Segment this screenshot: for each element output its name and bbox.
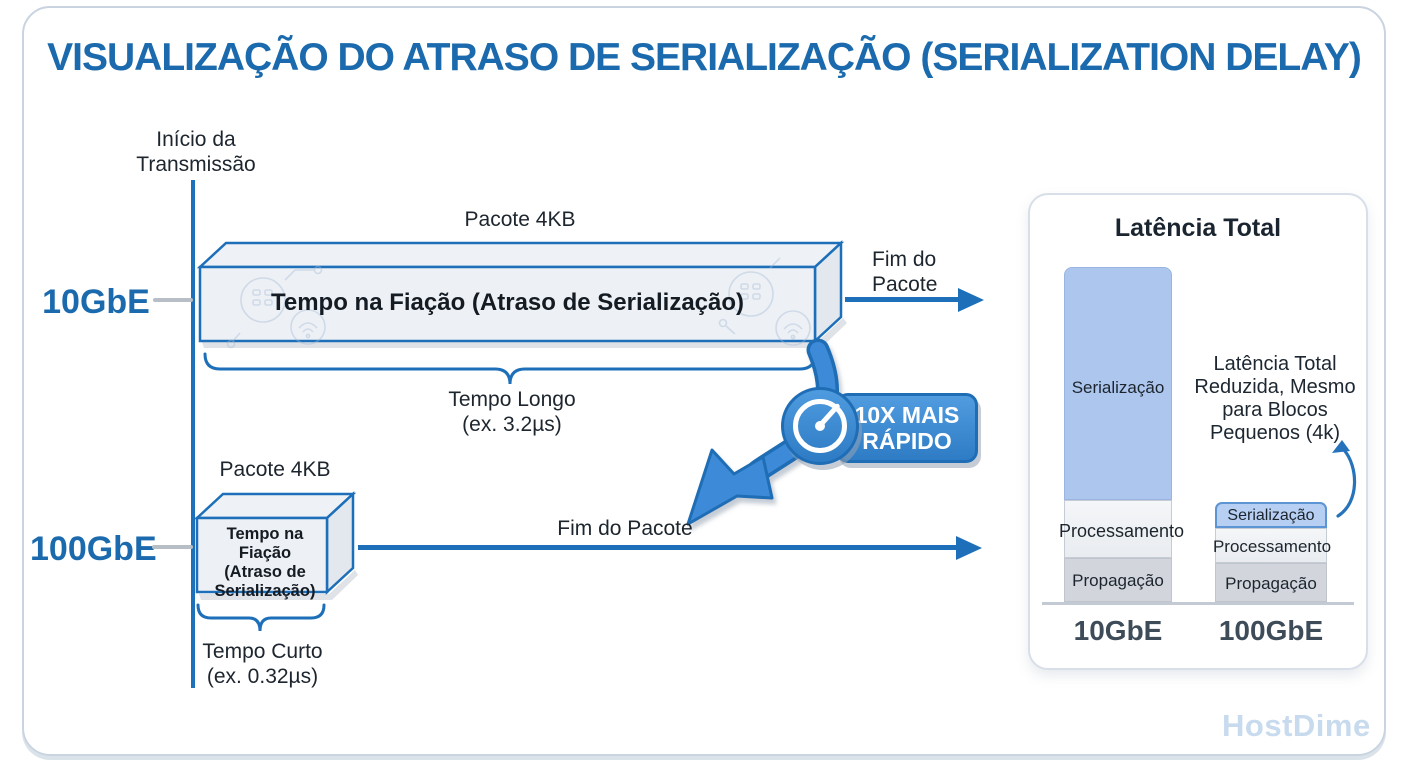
- speedometer-hub: [815, 421, 825, 431]
- chip-icon: [728, 271, 774, 317]
- packet-box-text-10gbe: Tempo na Fiação (Atraso de Serialização): [270, 289, 745, 316]
- packet-label-10gbe: Pacote 4KB: [464, 208, 576, 231]
- arrow-line-10gbe: [845, 297, 961, 302]
- box-front-face: [198, 265, 817, 343]
- bar-100gbe-processing: Processamento: [1213, 528, 1331, 563]
- bar-name-10gbe: 10GbE: [1073, 615, 1163, 646]
- speedometer-ring: [793, 399, 847, 453]
- long-time-label: Tempo Longo (ex. 3.2µs): [448, 388, 576, 436]
- bar-100gbe-serialization: Serialização: [1215, 502, 1327, 528]
- packet-box-text-100gbe: Tempo na Fiação (Atraso de Serialização): [214, 525, 316, 600]
- bar-100gbe-propagation: Propagação: [1215, 563, 1327, 602]
- tick-dash-10gbe: [153, 298, 193, 302]
- outer-frame: [22, 6, 1386, 756]
- wifi-icon: [290, 309, 326, 345]
- segment-label: Processamento: [1059, 521, 1185, 541]
- baseline: [1042, 602, 1354, 605]
- arrowhead-right-10gbe: [958, 288, 984, 312]
- segment-label: Serialização: [1227, 507, 1315, 524]
- brace-short: [196, 603, 326, 632]
- speed-label-100gbe: 100GbE: [30, 530, 157, 568]
- circuit-decoration: [226, 257, 811, 349]
- brace-long: [203, 352, 817, 385]
- faster-badge: 10X MAIS RÁPIDO: [836, 393, 978, 463]
- packet-box-10gbe: [196, 240, 847, 349]
- latency-panel: Latência Total Serialização Processament…: [1028, 193, 1368, 670]
- tick-dash-100gbe: [152, 545, 193, 549]
- bar-10gbe-serialization: Serialização: [1064, 267, 1172, 500]
- segment-label: Propagação: [1072, 571, 1164, 590]
- hostdime-logo: HostDime: [1222, 708, 1371, 743]
- transmission-start-line: [191, 180, 195, 688]
- wifi-icon: [775, 310, 811, 346]
- box-top-face: [196, 241, 845, 269]
- swoosh-arrowhead: [686, 448, 774, 526]
- packet-box-100gbe: [193, 491, 358, 600]
- short-time-label: Tempo Curto (ex. 0.32µs): [202, 640, 323, 688]
- speedometer-icon: [781, 387, 859, 465]
- segment-label: Propagação: [1225, 574, 1317, 593]
- segment-label: Processamento: [1212, 537, 1332, 556]
- latency-panel-title: Latência Total: [1114, 214, 1282, 242]
- bar-10gbe-processing: Processamento: [1059, 500, 1184, 558]
- end-of-packet-label-10gbe: Fim do Pacote: [872, 248, 938, 296]
- page-title: VISUALIZAÇÃO DO ATRASO DE SERIALIZAÇÃO (…: [47, 36, 1362, 79]
- curved-arrow-icon: [1332, 440, 1357, 518]
- box-shadow: [199, 570, 358, 600]
- start-of-transmission-label: Início da Transmissão: [136, 128, 256, 176]
- chip-icon: [240, 277, 286, 323]
- arrowhead-right-100gbe: [956, 536, 982, 560]
- speed-label-10gbe: 10GbE: [42, 283, 150, 321]
- packet-label-100gbe: Pacote 4KB: [219, 458, 331, 481]
- bar-name-100gbe: 100GbE: [1218, 615, 1324, 646]
- box-front-face: [195, 516, 329, 594]
- segment-label: Serialização: [1071, 378, 1165, 397]
- end-of-packet-label-100gbe: Fim do Pacote: [557, 517, 693, 540]
- bar-10gbe-propagation: Propagação: [1064, 558, 1172, 602]
- arrow-line-100gbe: [358, 545, 958, 550]
- latency-note: Latência Total Reduzida, Mesmo para Bloc…: [1194, 353, 1356, 444]
